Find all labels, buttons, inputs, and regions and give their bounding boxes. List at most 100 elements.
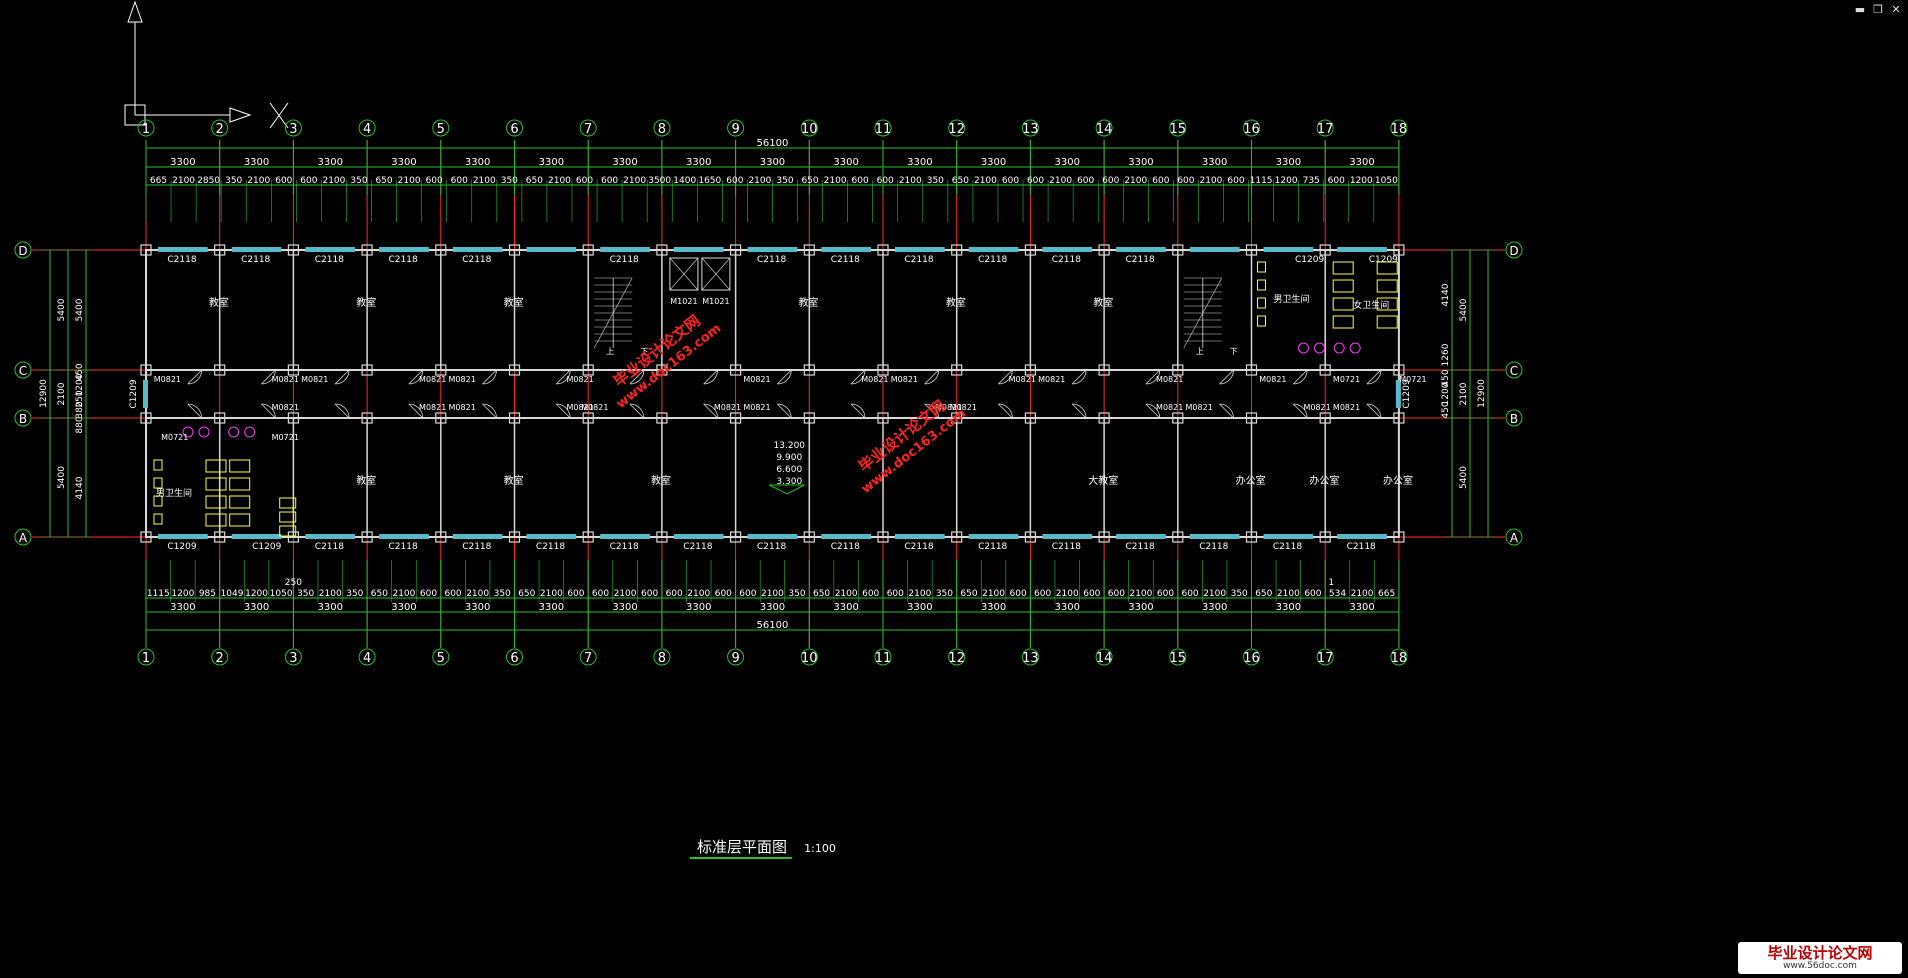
side-window — [1395, 380, 1401, 408]
window — [379, 534, 429, 539]
column — [140, 244, 152, 256]
door-tag-b: M0821 — [1186, 403, 1213, 412]
close-icon[interactable]: ✕ — [1891, 3, 1901, 16]
room-label-toilet: 男卫生间 — [156, 487, 192, 499]
column — [1319, 531, 1331, 543]
dim-left-mid: 5400 — [57, 298, 67, 321]
dim-top-detail: 650 — [526, 176, 543, 186]
door-swing — [1366, 403, 1382, 419]
window — [158, 534, 208, 539]
dim-bottom-span: 3300 — [1202, 602, 1227, 613]
axis-bubble-bottom — [137, 648, 155, 666]
door-swing — [850, 403, 866, 419]
axis-number-bottom: 9 — [731, 651, 739, 666]
dim-left-inner: 450 — [75, 363, 85, 380]
dim-top-detail: 600 — [1027, 176, 1044, 186]
door-swing — [482, 403, 497, 419]
dim-top-span: 3300 — [760, 157, 785, 168]
door-swing — [187, 369, 203, 385]
toilet-stall — [229, 513, 251, 527]
window — [1263, 247, 1314, 252]
dim-top-detail: 600 — [601, 176, 618, 186]
dim-top-detail: 2100 — [473, 176, 496, 186]
column — [1245, 244, 1258, 256]
door-tag-c: M0821 — [1038, 375, 1065, 384]
window-tag-top: C2118 — [241, 255, 270, 265]
stair-down-label: 下 — [640, 347, 648, 356]
dim-right-inner: 450 — [1441, 401, 1451, 418]
toilet-stall — [1376, 315, 1398, 329]
door-swing — [555, 403, 571, 419]
axis-bubble-top — [211, 119, 229, 137]
door-tag-c: M0821 — [1009, 375, 1036, 384]
dim-bottom-detail: 650 — [960, 589, 977, 599]
dim-bottom-span: 3300 — [981, 602, 1006, 613]
door-tag-c: M0821 — [891, 375, 918, 384]
dim-top-detail: 1650 — [698, 176, 721, 186]
axis-number-top: 14 — [1096, 122, 1113, 137]
room-label: 办公室 — [1383, 474, 1413, 487]
window-tag-top: C2118 — [315, 255, 344, 265]
axis-bubble-bottom — [579, 648, 597, 666]
dim-bottom-detail: 350 — [346, 589, 363, 599]
dim-right-inner: 1260 — [1441, 343, 1451, 366]
window-tag-bottom: C1209 — [167, 542, 196, 552]
door-swing — [1071, 369, 1087, 385]
window — [231, 247, 282, 252]
axis-bubble-bottom — [1169, 648, 1187, 666]
window — [895, 247, 945, 252]
dim-top-detail: 2100 — [623, 176, 646, 186]
column — [582, 244, 594, 256]
door-tag-c: M0721 — [1333, 375, 1360, 384]
window-tag-top: C2118 — [462, 255, 491, 265]
axis-bubble-right — [1505, 528, 1523, 546]
axis-bubble-right — [1505, 241, 1523, 259]
axis-number-bottom: 10 — [801, 651, 818, 666]
dim-top-span: 3300 — [1055, 157, 1080, 168]
dim-top-detail: 665 — [150, 176, 167, 186]
axis-bubble-top — [1169, 119, 1187, 137]
column — [656, 244, 668, 256]
window — [1337, 247, 1387, 252]
axis-bubble-top — [948, 119, 966, 137]
axis-bubble-left — [14, 528, 32, 546]
dim-bottom-detail: 2100 — [1277, 589, 1300, 599]
dim-bottom-extra: 1 — [1328, 578, 1334, 588]
minimize-icon[interactable]: ▬ — [1854, 3, 1866, 16]
door-swing — [482, 369, 497, 385]
column — [951, 244, 963, 256]
dim-top-detail: 600 — [1227, 176, 1244, 186]
door-swing — [408, 403, 424, 419]
axis-bubble-bottom — [211, 648, 229, 666]
dim-top-span: 3300 — [612, 157, 637, 168]
window-tag-side-right: C1209 — [1402, 379, 1412, 408]
door-tag-elevator: M1021 — [702, 297, 729, 306]
toilet-fixture — [1257, 297, 1266, 309]
axis-bubble-bottom — [948, 648, 966, 666]
dim-top-detail: 2100 — [1124, 176, 1147, 186]
door-tag-c: M0821 — [1156, 375, 1183, 384]
window — [1042, 247, 1093, 252]
restore-icon[interactable]: ❐ — [1873, 3, 1883, 16]
dim-bottom-detail: 2100 — [392, 589, 415, 599]
dim-top-span: 3300 — [391, 157, 416, 168]
axis-bubble-top — [358, 119, 376, 137]
column — [803, 244, 815, 256]
door-swing — [1145, 369, 1161, 385]
dim-bottom-detail: 650 — [518, 589, 535, 599]
dim-bottom-detail: 350 — [297, 589, 314, 599]
door-swing — [261, 403, 276, 419]
door-tag-b: M0721 — [272, 433, 299, 442]
column — [1172, 531, 1184, 543]
room-label: 大教室 — [1088, 474, 1118, 487]
column — [951, 412, 963, 424]
dim-top-span: 3300 — [1349, 157, 1374, 168]
room-label: 教室 — [209, 296, 229, 309]
axis-number-bottom: 6 — [510, 651, 518, 666]
axis-number-bottom: 11 — [875, 651, 892, 666]
column — [803, 364, 815, 376]
dim-bottom-span: 3300 — [686, 602, 711, 613]
axis-number-top: 13 — [1022, 122, 1039, 137]
